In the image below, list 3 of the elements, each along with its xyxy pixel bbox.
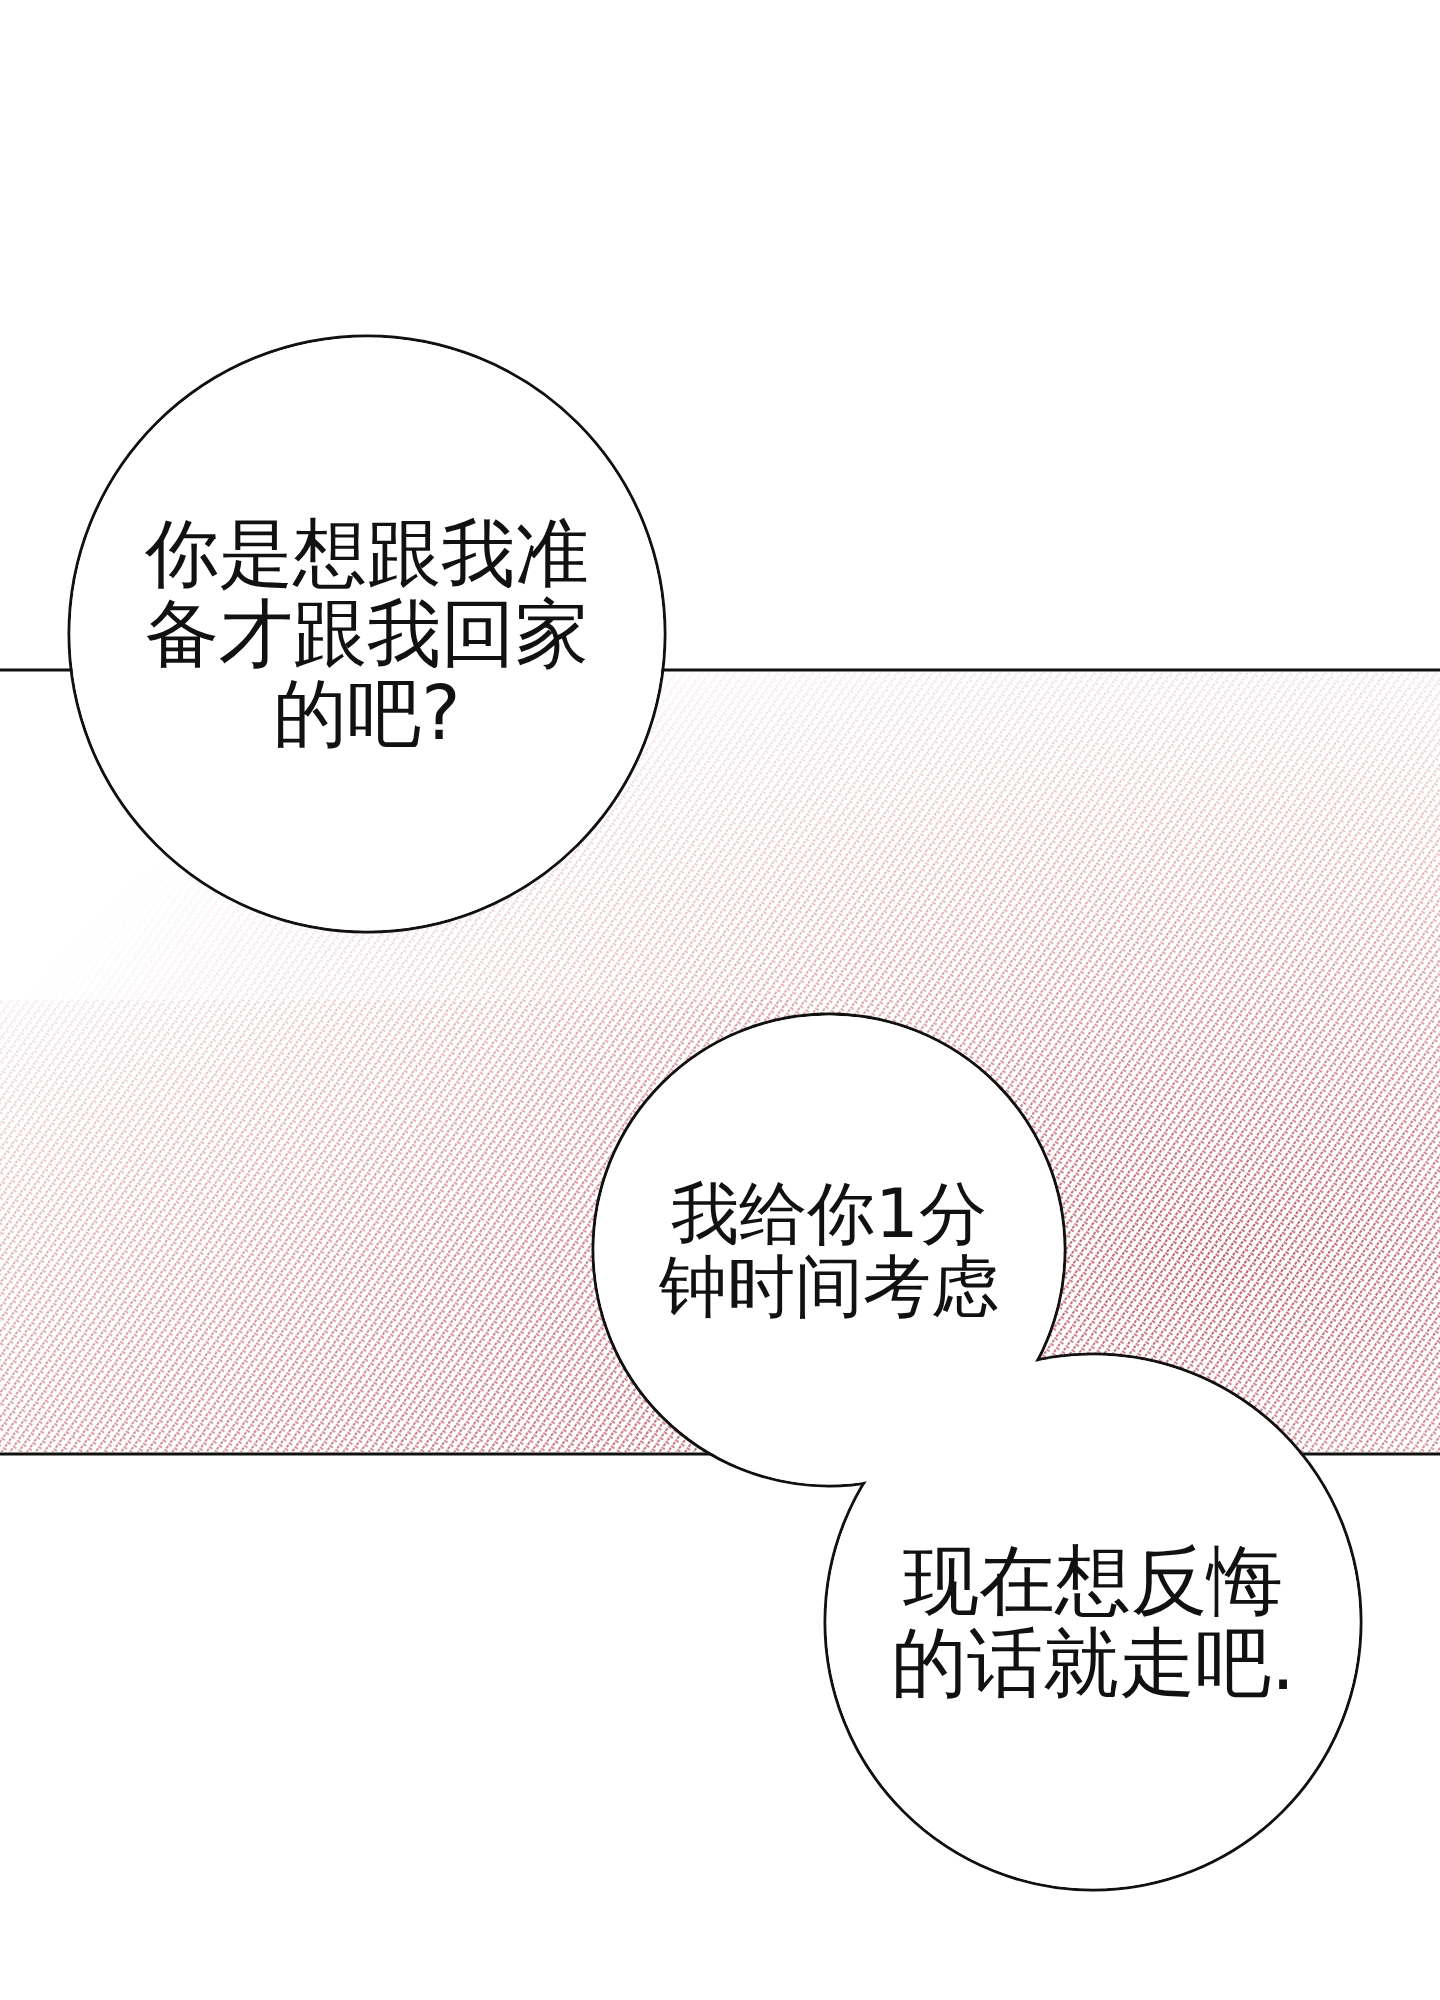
dialogue-text: 我给你1分钟时间考虑 [658, 1176, 1000, 1324]
dialogue-text: 你是想跟我准备才跟我回家的吧? [144, 514, 590, 754]
dialogue-text: 现在想反悔的话就走吧. [889, 1539, 1297, 1705]
